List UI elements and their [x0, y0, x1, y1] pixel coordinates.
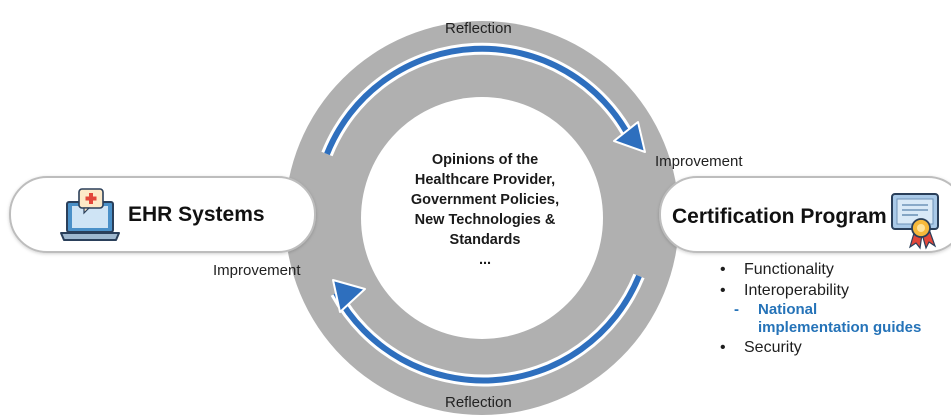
- bottom-reflection-arrow: [330, 273, 645, 387]
- feature-label: Interoperability: [744, 282, 849, 299]
- feature-sub-item: - National implementation guides: [716, 301, 921, 337]
- feature-label: Security: [744, 339, 802, 356]
- feature-item: • Interoperability: [716, 280, 921, 301]
- sub-item-line: National: [758, 301, 818, 318]
- certification-program-title: Certification Program: [672, 205, 887, 228]
- bullet-icon: •: [720, 261, 726, 278]
- laptop-medical-chat-icon: [60, 188, 120, 241]
- feature-item: • Functionality: [716, 259, 921, 280]
- dash-icon: -: [734, 301, 739, 318]
- bullet-icon: •: [720, 339, 726, 356]
- center-line: Standards: [449, 232, 521, 248]
- center-line: Opinions of the: [431, 152, 539, 168]
- sub-item-line: implementation guides: [758, 319, 922, 336]
- top-reflection-label: Reflection: [445, 20, 512, 37]
- ehr-systems-title: EHR Systems: [128, 203, 265, 226]
- cycle-center-text: Opinions of the Healthcare Provider, Gov…: [370, 150, 600, 270]
- top-reflection-arrow: [321, 42, 646, 157]
- left-improvement-label: Improvement: [213, 262, 301, 279]
- bottom-reflection-label: Reflection: [445, 394, 512, 411]
- center-line: Government Policies,: [410, 192, 560, 208]
- certification-features-list: • Functionality • Interoperability - Nat…: [716, 259, 921, 358]
- feature-label: Functionality: [744, 261, 834, 278]
- certification-program-box: [659, 176, 951, 253]
- right-improvement-label: Improvement: [655, 153, 743, 170]
- feature-item: • Security: [716, 337, 921, 358]
- center-line: New Technologies &: [414, 212, 556, 228]
- center-line: Healthcare Provider,: [414, 172, 556, 188]
- cycle-ring: [285, 21, 679, 415]
- center-line-ellipsis: ...: [478, 252, 492, 268]
- certificate-icon: [891, 193, 939, 250]
- bullet-icon: •: [720, 282, 726, 299]
